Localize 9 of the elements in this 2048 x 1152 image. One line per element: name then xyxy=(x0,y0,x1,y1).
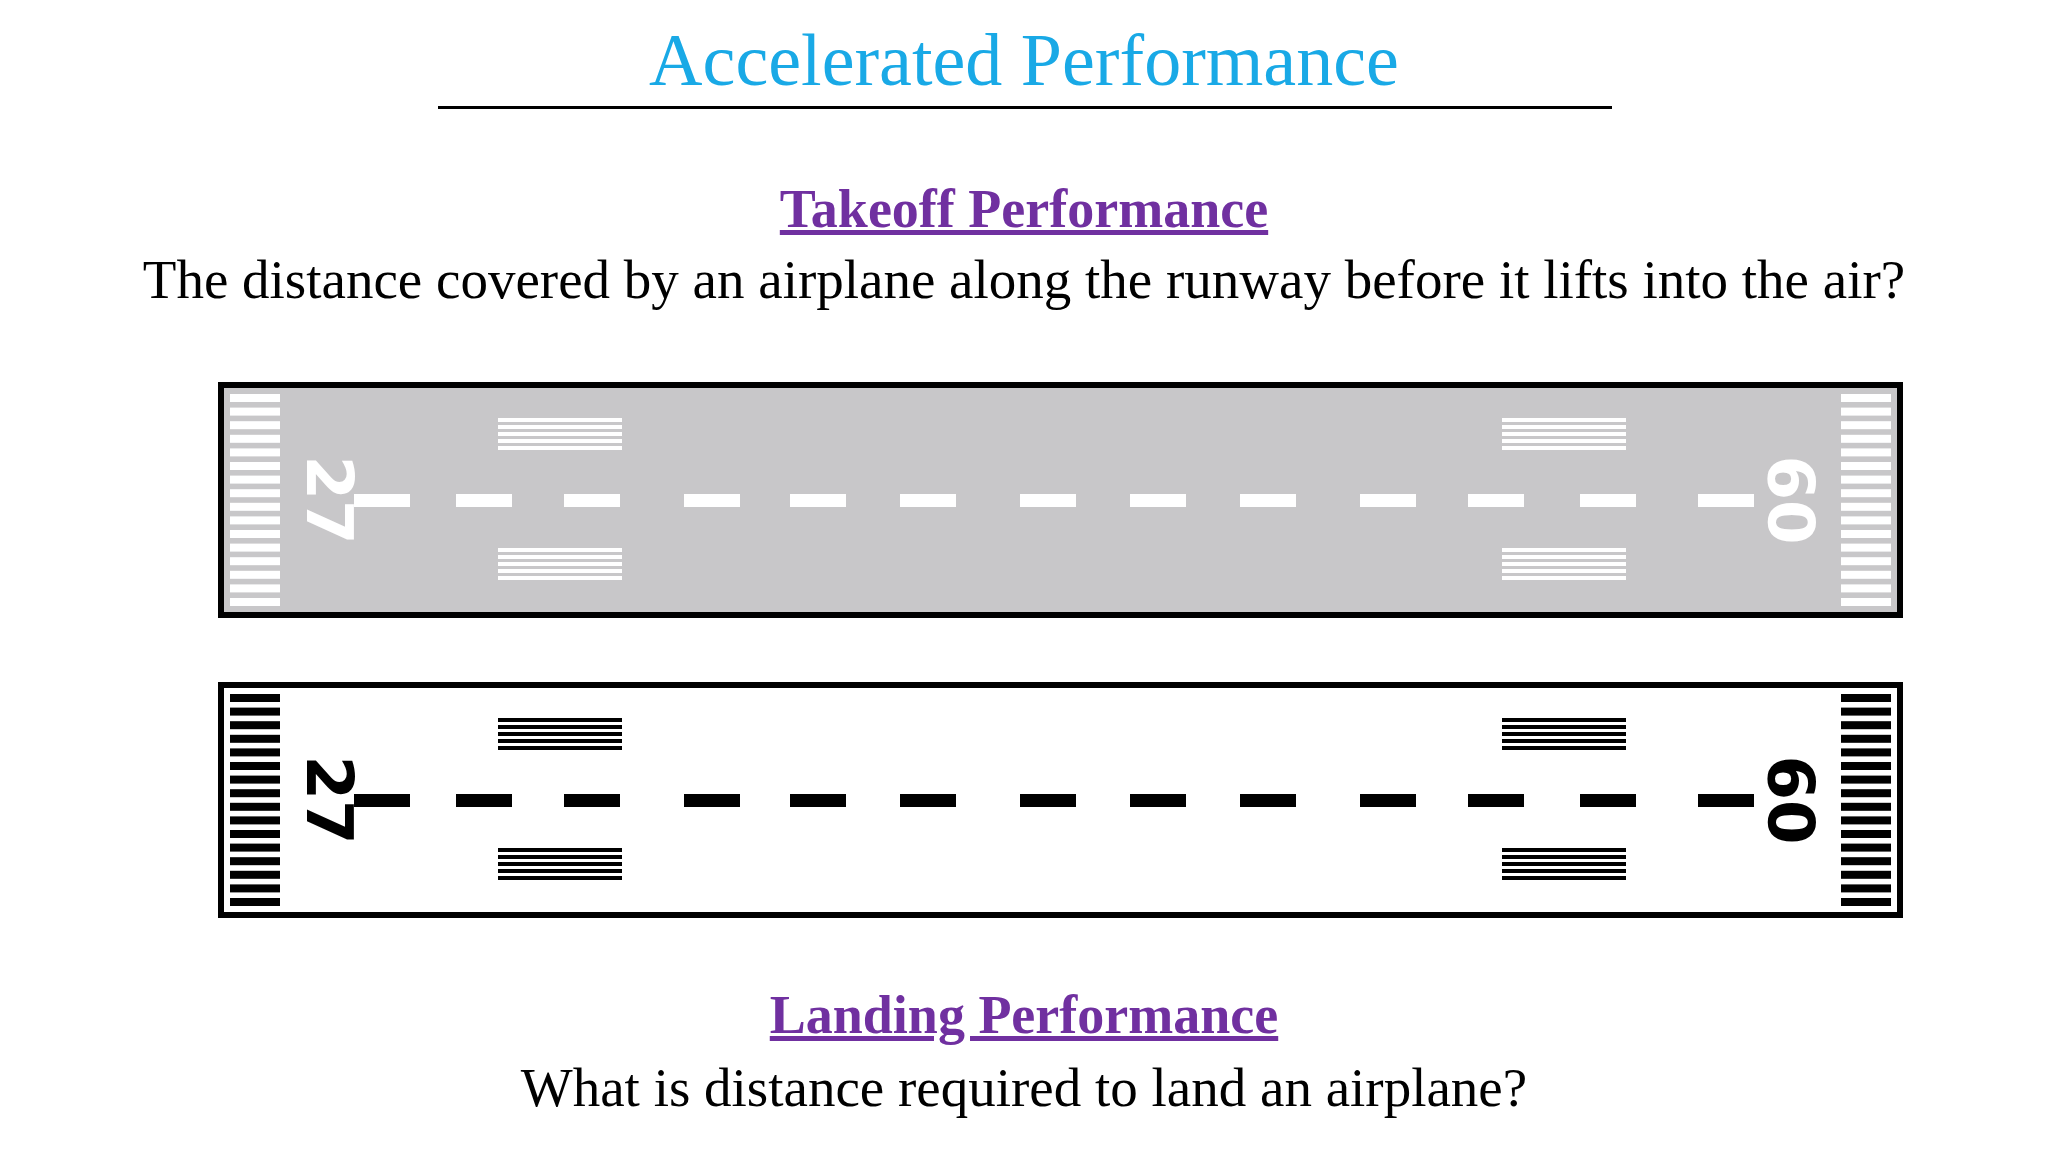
section-heading: Landing Performance xyxy=(769,985,1279,1045)
section-heading: Takeoff Performance xyxy=(779,179,1269,239)
runway-number: 09 xyxy=(1760,755,1825,845)
question-text: What is distance required to land an airplane? xyxy=(520,1057,1528,1118)
runway-number: 27 xyxy=(296,755,361,845)
question-text: The distance covered by an airplane along the runway before it lifts into the air? xyxy=(142,249,1906,310)
runway-number: 27 xyxy=(296,455,361,545)
runway-number: 09 xyxy=(1760,455,1825,545)
slide-title: Accelerated Performance xyxy=(649,19,1399,101)
